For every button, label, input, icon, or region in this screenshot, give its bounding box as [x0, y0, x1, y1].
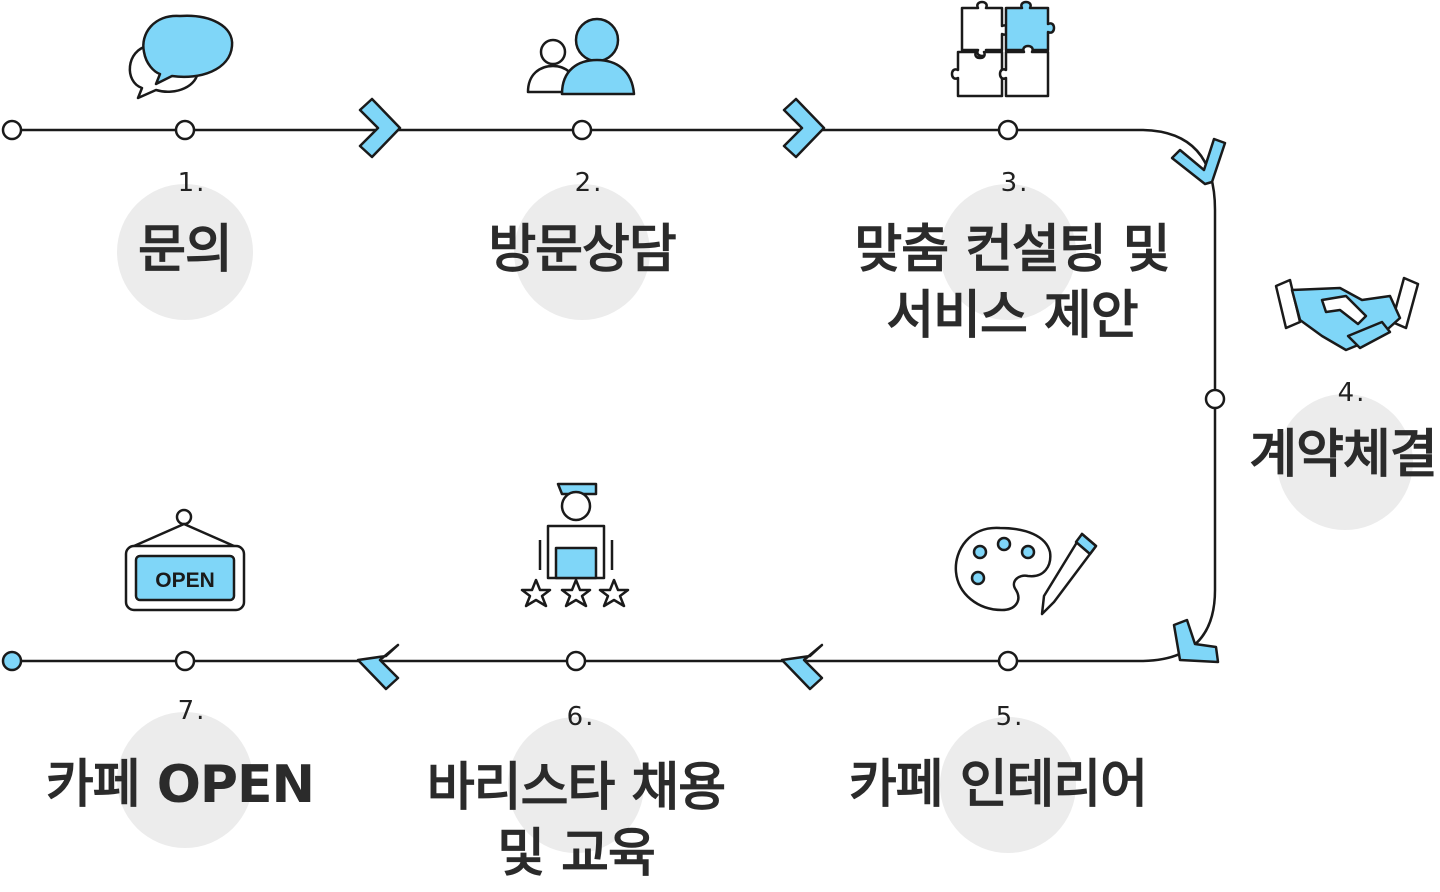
backdrop-1 [117, 184, 253, 320]
backdrop-2 [514, 184, 650, 320]
step-title: 맞춤 컨설팅 및 서비스 제안 [854, 217, 1170, 349]
step-title-line: 방문상담 [488, 220, 676, 280]
chevron-left-icon [356, 643, 400, 691]
title-backdrops [117, 184, 1413, 853]
node-1 [174, 119, 196, 141]
step-number: 6. [566, 702, 596, 732]
open-sign-icon: OPEN [124, 508, 246, 612]
step-number: 2. [574, 168, 604, 198]
chevron-down-icon [1172, 618, 1220, 664]
step-title-line: 서비스 제안 [886, 286, 1138, 346]
node-3 [997, 119, 1019, 141]
step-title: 카페 OPEN [45, 752, 315, 818]
backdrop-6 [508, 717, 644, 853]
step-title: 방문상담 [488, 217, 676, 283]
people-icon [526, 17, 636, 96]
node-2 [571, 119, 593, 141]
barista-stars-icon [520, 482, 630, 608]
puzzle-icon [950, 0, 1056, 98]
step-title: 계약체결 [1249, 422, 1437, 488]
backdrop-7 [117, 712, 253, 848]
chevron-right-icon [358, 97, 402, 159]
step-title: 문의 [138, 217, 233, 283]
flow-arrows [356, 97, 1227, 691]
step-title-line: 바리스타 채용 [426, 758, 726, 818]
node-4 [1204, 388, 1226, 410]
node-7 [174, 650, 196, 672]
node-6 [565, 650, 587, 672]
step-number: 4. [1337, 378, 1367, 408]
step-title-line: 카페 OPEN [45, 755, 315, 815]
node-start [1, 119, 23, 141]
step-title-line: 카페 인테리어 [848, 755, 1148, 815]
node-5 [997, 650, 1019, 672]
step-number: 5. [995, 702, 1025, 732]
chevron-right-icon [782, 97, 826, 159]
backdrop-3 [940, 184, 1076, 320]
backdrop-5 [940, 717, 1076, 853]
backdrop-4 [1277, 394, 1413, 530]
node-end [1, 650, 23, 672]
step-number: 3. [1000, 168, 1030, 198]
step-number: 1. [177, 168, 207, 198]
handshake-icon [1274, 276, 1420, 352]
step-title: 카페 인테리어 [848, 752, 1148, 818]
palette-pencil-icon [954, 526, 1098, 616]
chevron-down-icon [1170, 137, 1227, 186]
step-title: 바리스타 채용 및 교육 [426, 755, 726, 887]
step-title-line: 계약체결 [1249, 425, 1437, 485]
open-sign-text: OPEN [155, 569, 215, 592]
step-title-line: 맞춤 컨설팅 및 [854, 220, 1170, 280]
step-title-line: 및 교육 [497, 824, 656, 884]
speech-bubbles-icon [128, 14, 234, 100]
step-title-line: 문의 [138, 220, 233, 280]
step-number: 7. [177, 696, 207, 726]
flow-nodes [1, 119, 1226, 672]
chevron-left-icon [780, 643, 824, 691]
